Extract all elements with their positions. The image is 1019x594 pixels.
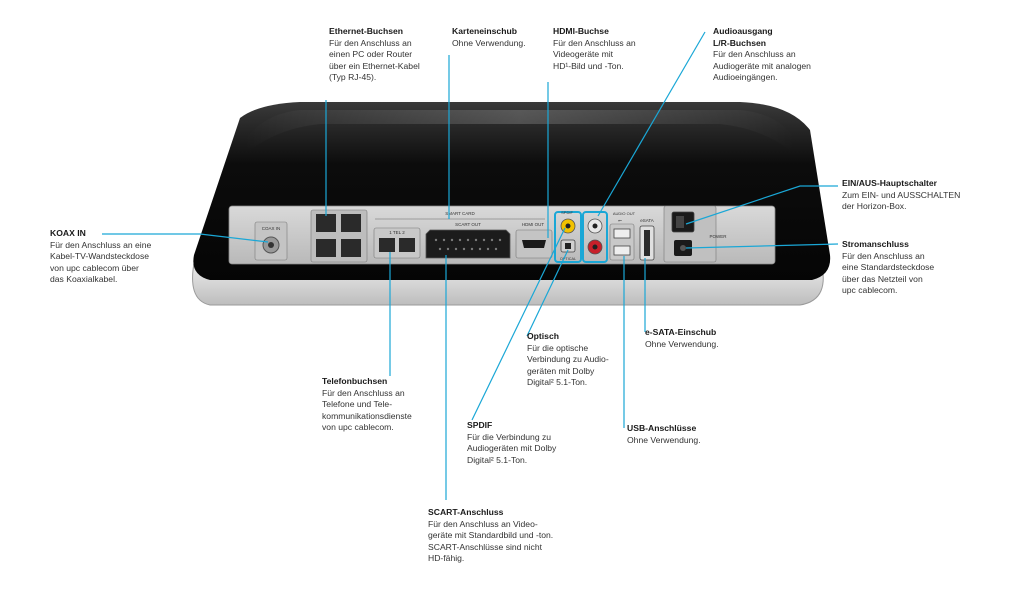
- leader-lines: [102, 31, 839, 500]
- callout-usb: USB-Anschlüsse Ohne Verwendung.: [627, 423, 701, 446]
- audio-out-highlight: [582, 211, 608, 263]
- ethernet-port: [341, 239, 361, 257]
- callout-audio: Audioausgang L/R-Buchsen Für den Anschlu…: [713, 26, 811, 84]
- callout-esata-title: e-SATA-Einschub: [645, 327, 717, 337]
- callout-esata-desc: Ohne Verwendung.: [645, 338, 719, 349]
- callout-strom-title: Stromanschluss: [842, 239, 909, 249]
- callout-ethernet-title: Ethernet-Buchsen: [329, 26, 404, 36]
- audio-out-label: AUDIO OUT: [613, 211, 636, 216]
- ethernet-port: [316, 214, 336, 232]
- callout-koax: KOAX IN Für den Anschluss an eine Kabel-…: [50, 228, 151, 286]
- ethernet-port: [341, 214, 361, 232]
- callout-strom: Stromanschluss Für den Anschluss an eine…: [842, 239, 934, 297]
- callout-audio-title: Audioausgang L/R-Buchsen: [713, 26, 773, 48]
- callout-esata: e-SATA-Einschub Ohne Verwendung.: [645, 327, 719, 350]
- callout-karte-desc: Ohne Verwendung.: [452, 37, 526, 48]
- scart-port: [425, 229, 511, 259]
- tel-label: 1 TEL 2: [389, 230, 405, 235]
- callout-hdmi-title: HDMI-Buchse: [553, 26, 609, 36]
- hdmi-label: HDMI OUT: [522, 222, 544, 227]
- callout-einaus-desc: Zum EIN- und AUSSCHALTEN der Horizon-Box…: [842, 189, 961, 212]
- callout-einaus-title: EIN/AUS-Hauptschalter: [842, 178, 938, 188]
- callout-scart: SCART-Anschluss Für den Anschluss an Vid…: [428, 507, 553, 565]
- callout-karte-title: Karteneinschub: [452, 26, 517, 36]
- callout-einaus: EIN/AUS-Hauptschalter Zum EIN- und AUSSC…: [842, 178, 960, 213]
- callout-optisch-title: Optisch: [527, 331, 559, 341]
- callout-koax-desc: Für den Anschluss an eine Kabel-TV-Wands…: [50, 239, 152, 285]
- usb-port: [613, 228, 631, 239]
- callout-telefon: Telefonbuchsen Für den Anschluss an Tele…: [322, 376, 412, 434]
- callout-telefon-title: Telefonbuchsen: [322, 376, 388, 386]
- spdif-optical-highlight: [554, 211, 582, 263]
- callout-audio-desc: Für den Anschluss an Audiogeräte mit ana…: [713, 49, 811, 83]
- telephone-port: [399, 238, 415, 252]
- callout-koax-title: KOAX IN: [50, 228, 86, 238]
- callout-spdif-desc: Für die Verbindung zu Audiogeräten mit D…: [467, 431, 557, 465]
- callout-telefon-desc: Für den Anschluss an Telefone und Tele- …: [322, 387, 412, 433]
- callout-usb-title: USB-Anschlüsse: [627, 423, 697, 433]
- smartcard-label: SMART CARD: [445, 211, 475, 216]
- callout-spdif: SPDIF Für die Verbindung zu Audiogeräten…: [467, 420, 556, 466]
- callout-hdmi: HDMI-Buchse Für den Anschluss an Videoge…: [553, 26, 636, 72]
- callout-optisch-desc: Für die optische Verbindung zu Audio- ge…: [527, 342, 609, 388]
- callout-ethernet-desc: Für den Anschluss an einen PC oder Route…: [329, 37, 420, 83]
- usb-label: ⭠: [618, 218, 622, 224]
- callout-spdif-title: SPDIF: [467, 420, 493, 430]
- callout-karte: Karteneinschub Ohne Verwendung.: [452, 26, 526, 49]
- spdif-label: SPDIF: [561, 210, 573, 215]
- hdmi-port: [522, 240, 546, 248]
- callout-optisch: Optisch Für die optische Verbindung zu A…: [527, 331, 609, 389]
- device-shine: [244, 110, 795, 150]
- callout-ethernet: Ethernet-Buchsen Für den Anschluss an ei…: [329, 26, 420, 84]
- telephone-port: [379, 238, 395, 252]
- callout-usb-desc: Ohne Verwendung.: [627, 434, 701, 445]
- coax-port-label: COAX IN: [262, 226, 281, 231]
- callout-hdmi-desc: Für den Anschluss an Videogeräte mit HD¹…: [553, 37, 636, 71]
- ethernet-port: [316, 239, 336, 257]
- callout-strom-desc: Für den Anschluss an eine Standardsteckd…: [842, 250, 935, 296]
- optical-label: OPTICAL: [560, 257, 576, 261]
- esata-label: eSATA: [640, 218, 654, 223]
- callout-scart-desc: Für den Anschluss an Video- geräte mit S…: [428, 518, 554, 564]
- power-label: POWER: [709, 234, 727, 239]
- callout-scart-title: SCART-Anschluss: [428, 507, 504, 517]
- scart-label: SCART OUT: [455, 222, 481, 227]
- usb-port: [613, 245, 631, 256]
